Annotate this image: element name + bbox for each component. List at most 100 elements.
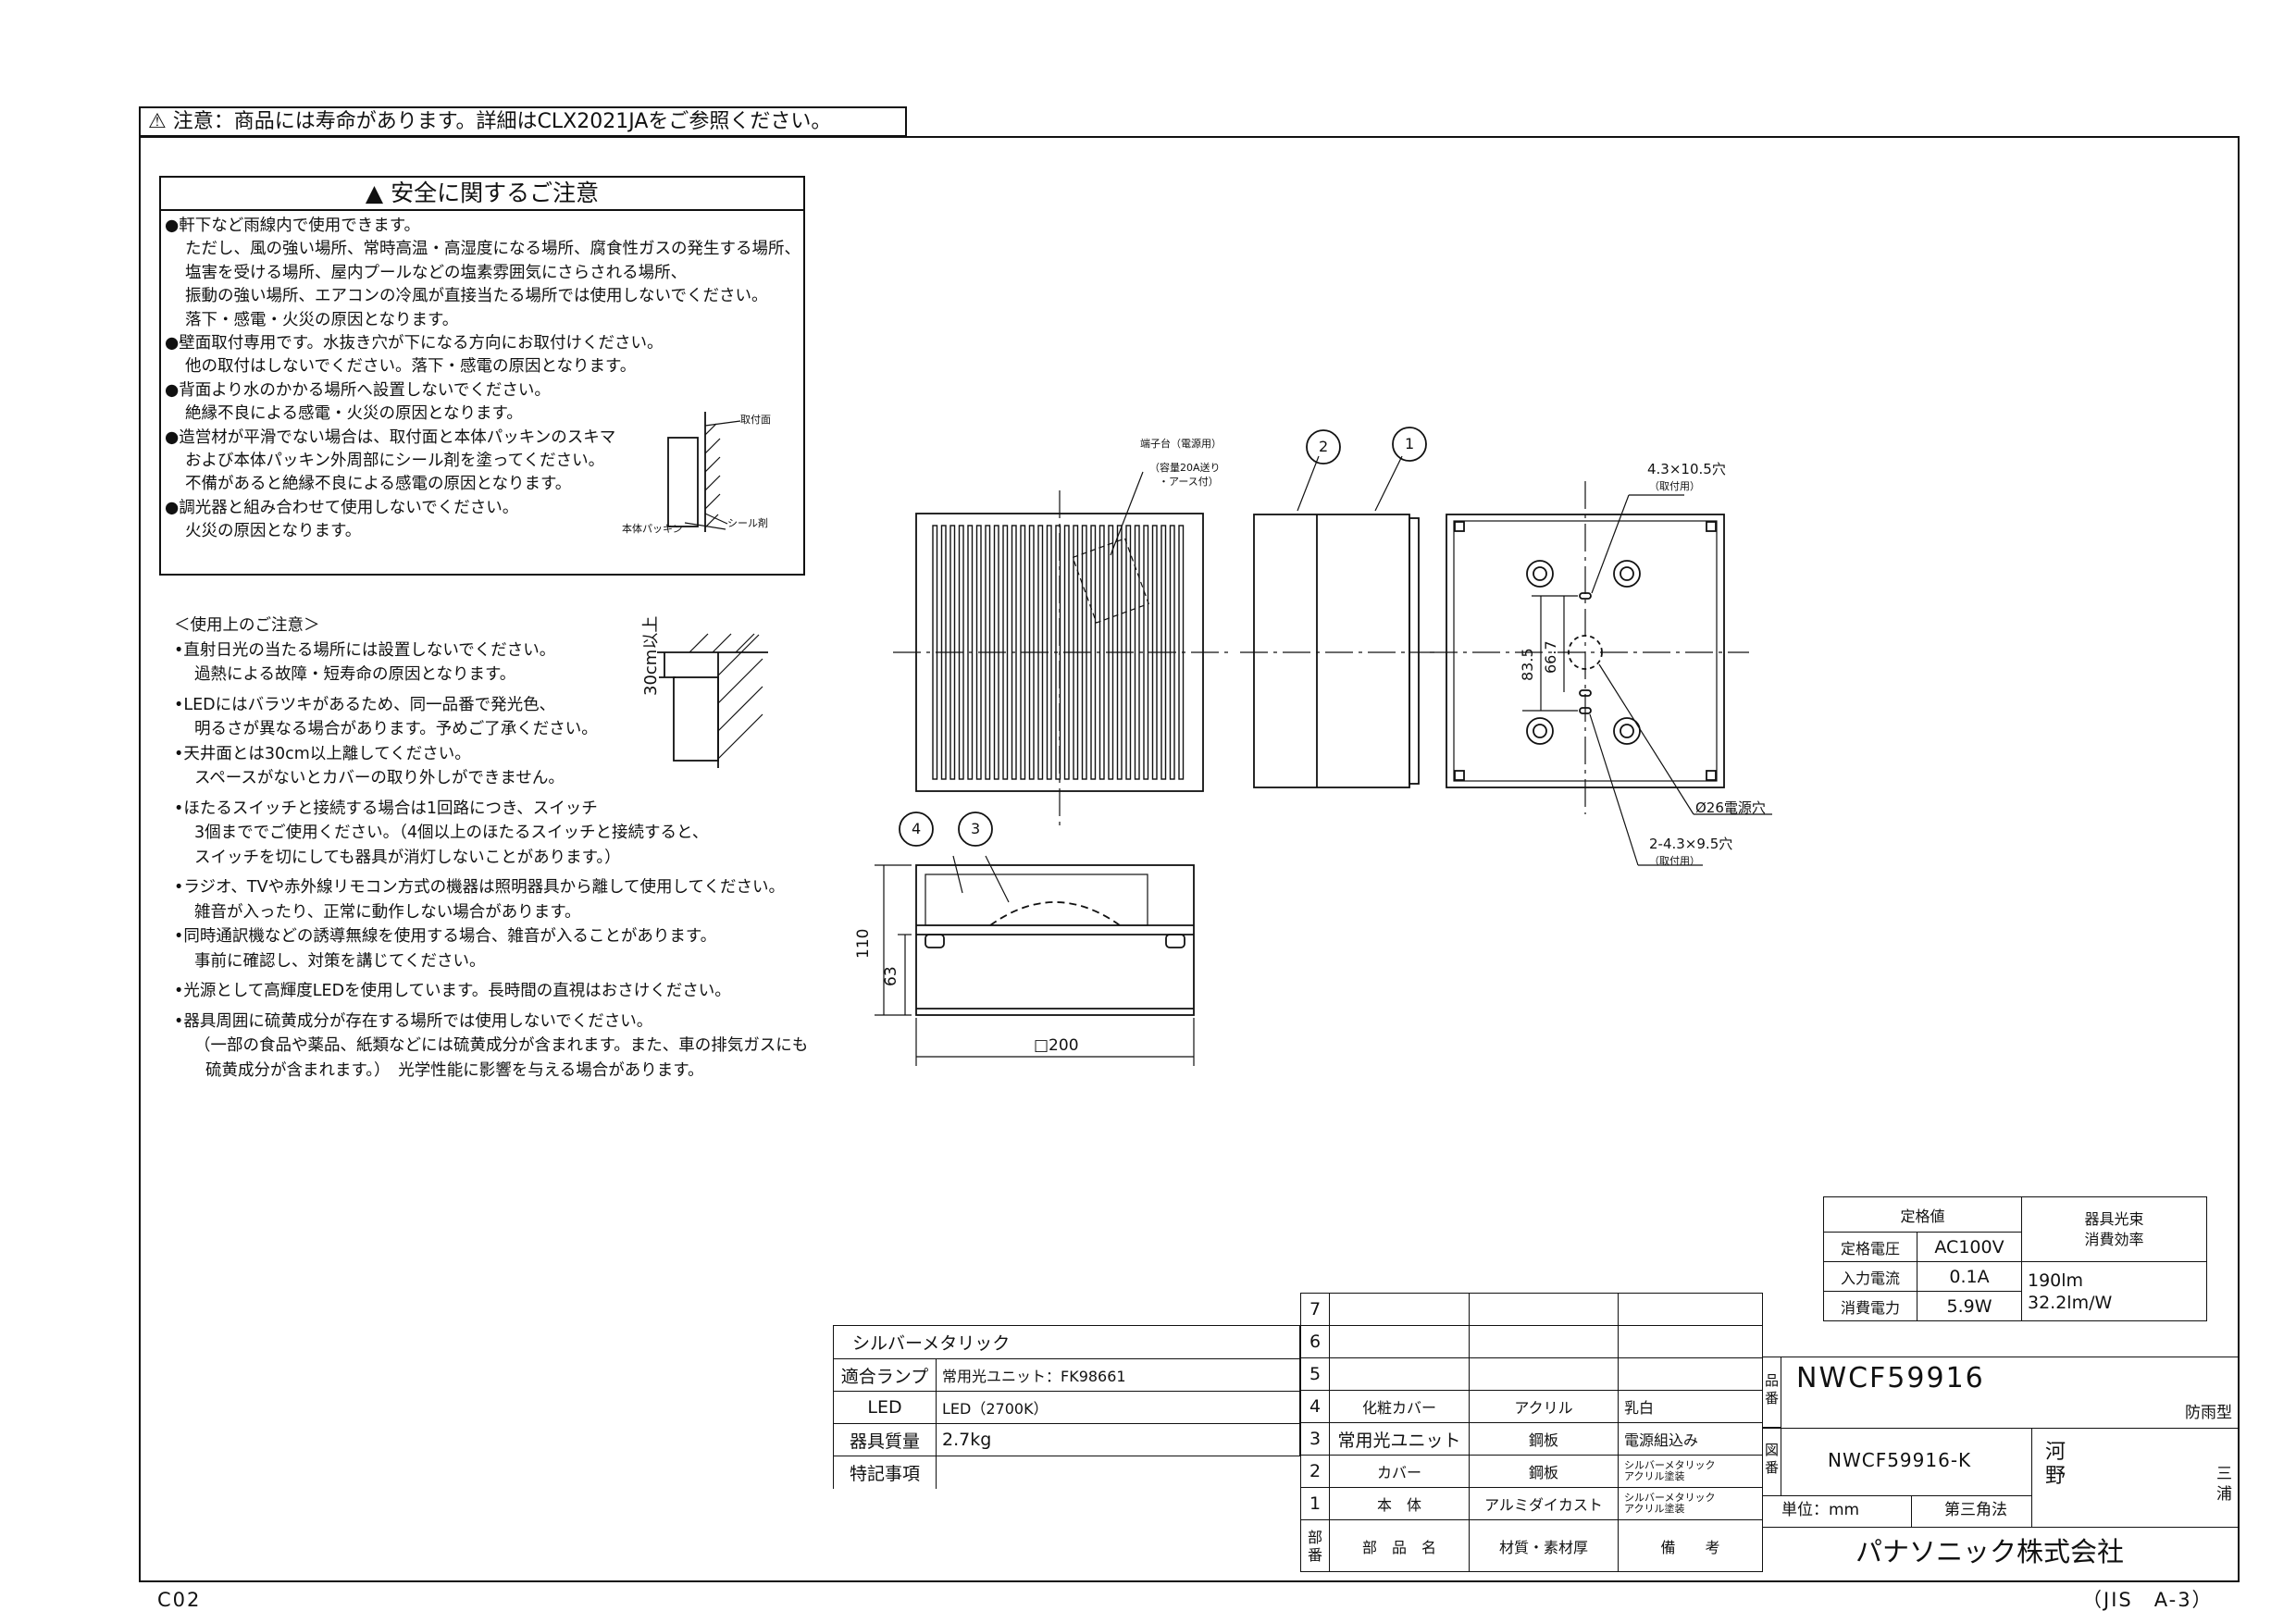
part-material: アルミダイカスト — [1469, 1487, 1619, 1520]
grille-slot — [1020, 525, 1026, 780]
grille-slot — [975, 525, 982, 780]
grille-slot — [958, 525, 964, 780]
side-view — [1240, 455, 1434, 788]
hole-top-label: 4.3×10.5穴 — [1647, 461, 1726, 477]
dim-66-7: 66.7 — [1542, 640, 1559, 674]
rating-label: 消費電力 — [1823, 1291, 1917, 1321]
rating-label: 入力電流 — [1823, 1261, 1917, 1292]
header-part-name: 部 品 名 — [1329, 1519, 1470, 1572]
title-divider — [1763, 1428, 2238, 1429]
usage-line: 3個まででご使用ください。（4個以上のほたるスイッチと接続すると、 — [194, 824, 709, 842]
usage-line: 事前に確認し、対策を講じてください。 — [194, 951, 486, 971]
ceiling-hatch — [689, 633, 763, 760]
safety-line: 火災の原因となります。 — [185, 522, 362, 541]
hole-bottom-label: 2-4.3×9.5穴 — [1649, 836, 1733, 852]
dim-200: □200 — [1034, 1036, 1079, 1055]
callout-2 — [1306, 429, 1341, 465]
grille-slot — [1011, 525, 1017, 780]
callout-3 — [958, 812, 993, 847]
safety-line: 絶縁不良による感電・火災の原因となります。 — [185, 404, 523, 424]
part-note — [1618, 1325, 1763, 1358]
usage-line: •ほたるスイッチと接続する場合は1回路につき、スイッチ — [174, 799, 598, 818]
grille-slot — [1151, 525, 1158, 780]
part-material: アクリル — [1469, 1390, 1619, 1423]
part-name — [1329, 1325, 1470, 1358]
usage-line: スペースがないとカバーの取り外しができません。 — [194, 769, 565, 787]
flux-header: 器具光束 消費効率 — [2021, 1196, 2207, 1262]
safety-line: 塩害を受ける場所、屋内プールなどの塩素雰囲気にさらされる場所、 — [185, 263, 688, 282]
grille-slot — [1046, 525, 1052, 780]
part-name: 化粧カバー — [1329, 1390, 1470, 1423]
usage-line: スイッチを切にしても器具が消灯しないことがあります。） — [194, 848, 621, 867]
part-material — [1469, 1325, 1619, 1358]
sheet-code: C02 — [157, 1589, 202, 1611]
part-note: シルバーメタリック アクリル塗装 — [1618, 1455, 1763, 1488]
usage-line: 硫黄成分が含まれます。） 光学性能に影響を与える場合があります。 — [205, 1060, 704, 1080]
part-note — [1618, 1293, 1763, 1326]
safety-title: ▲ 安全に関するご注意 — [161, 178, 803, 211]
projection-method: 第三角法 — [1944, 1501, 2007, 1519]
rating-label: 定格電圧 — [1823, 1232, 1917, 1262]
callout-4 — [899, 812, 934, 847]
part-note: 乳白 — [1618, 1390, 1763, 1423]
spec-label: 特記事項 — [833, 1456, 937, 1489]
section-view — [875, 855, 1195, 1066]
usage-line: •光源として高輝度LEDを使用しています。長時間の直視はおさけください。 — [174, 982, 731, 1000]
label-mount-surface: 取付面 — [740, 414, 771, 426]
safety-line: ●調光器と組み合わせて使用しないでください。 — [165, 498, 519, 517]
callout-4-label: 4 — [912, 820, 922, 837]
spec-table: シルバーメタリック 適合ランプ 常用光ユニット：FK98661 LED LED（… — [833, 1325, 1300, 1489]
grille-slot — [1160, 525, 1167, 780]
usage-title: ＜使用上のご注意＞ — [174, 616, 320, 635]
part-no: 3 — [1300, 1422, 1330, 1456]
part-material — [1469, 1293, 1619, 1326]
safety-line: ●背面より水のかかる場所へ設置しないでください。 — [165, 380, 551, 400]
flux-values: 190lm 32.2lm/W — [2021, 1261, 2207, 1321]
safety-line: ●壁面取付専用です。水抜き穴が下になる方向にお取付けください。 — [165, 334, 664, 353]
grille-slot — [1169, 525, 1175, 780]
hinban-label: 品番 — [1763, 1357, 1781, 1428]
hole-center-label: Ø26電源穴 — [1695, 799, 1766, 816]
part-no: 7 — [1300, 1293, 1330, 1326]
grille-slot — [1098, 525, 1105, 780]
drawing-number: NWCF59916-K — [1828, 1449, 1972, 1471]
company-divider — [1763, 1527, 2238, 1528]
grille-slot — [1125, 525, 1132, 780]
rating-value: 0.1A — [1917, 1261, 2022, 1292]
callout-2-label: 2 — [1319, 438, 1329, 455]
grille-slot — [1002, 525, 1009, 780]
grille-slot — [1073, 525, 1079, 780]
usage-line: •直射日光の当たる場所には設置しないでください。 — [174, 640, 556, 660]
spec-label: 器具質量 — [833, 1423, 937, 1456]
usage-line: •ラジオ、TVや赤外線リモコン方式の機器は照明器具から離して使用してください。 — [174, 878, 786, 897]
part-name — [1329, 1357, 1470, 1391]
dim-63: 63 — [882, 966, 900, 986]
front-grille — [932, 525, 1185, 780]
grille-slot — [1055, 525, 1061, 780]
grille-slot — [1143, 525, 1149, 780]
callout-3-label: 3 — [971, 820, 981, 837]
part-name: 常用光ユニット — [1329, 1422, 1470, 1456]
safety-line: ●造営材が平滑でない場合は、取付面と本体パッキンのスキマ — [165, 427, 616, 447]
header-material: 材質・素材厚 — [1469, 1519, 1619, 1572]
caution-text: 注意：商品には寿命があります。詳細はCLX2021JAをご参照ください。 — [172, 110, 832, 133]
grille-slot — [940, 525, 947, 780]
spec-label: LED — [833, 1391, 937, 1424]
grille-slot — [985, 525, 991, 780]
header-note: 備 考 — [1618, 1519, 1763, 1572]
finish-color: シルバーメタリック — [833, 1325, 1300, 1359]
usage-line: （一部の食品や薬品、紙類などには硫黄成分が含まれます。また、車の排気ガスにも — [194, 1036, 809, 1055]
usage-line: •同時通訳機などの誘導無線を使用する場合、雑音が入ることがあります。 — [174, 927, 717, 946]
rating-value: 5.9W — [1917, 1291, 2022, 1321]
spec-value: 常用光ユニット：FK98661 — [936, 1358, 1300, 1392]
part-no: 6 — [1300, 1325, 1330, 1358]
company-name: パナソニック株式会社 — [1855, 1536, 2125, 1567]
usage-line: 過熱による故障・短寿命の原因となります。 — [194, 665, 516, 684]
safety-line: 落下・感電・火災の原因となります。 — [185, 310, 459, 329]
projection-divider — [1911, 1495, 1912, 1527]
wall-hatch — [704, 423, 721, 528]
zuban-label: 図番 — [1763, 1429, 1781, 1495]
title-block: 品番 NWCF59916 防雨型 図番 NWCF59916-K 河野 三浦 単位… — [1763, 1357, 2238, 1582]
rating-table: 定格値 器具光束 消費効率 定格電圧 AC100V 入力電流 0.1A 190l… — [1823, 1196, 2207, 1321]
